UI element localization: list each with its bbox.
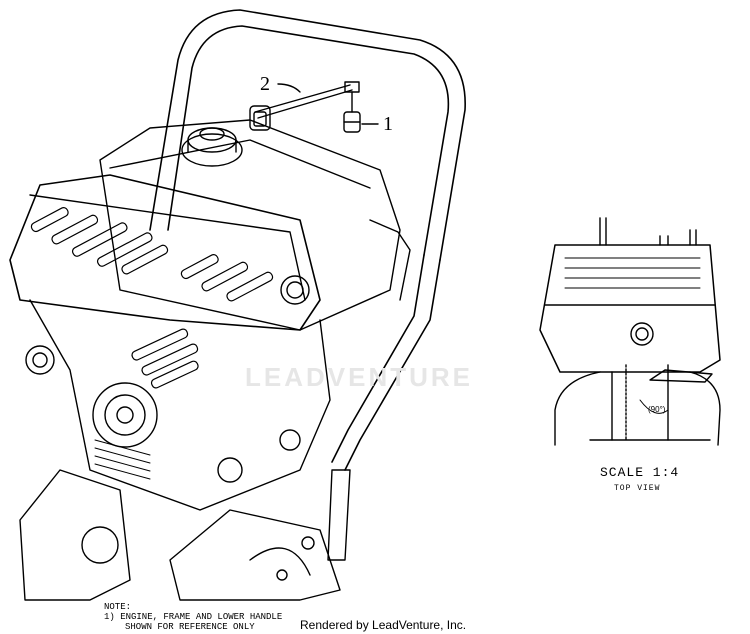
callout-part-1: 1: [383, 113, 393, 135]
engine-shroud: [9, 174, 321, 331]
top-view-label: TOP VIEW: [614, 484, 661, 493]
reference-note: NOTE: 1) ENGINE, FRAME AND LOWER HANDLE …: [104, 602, 282, 632]
callout-leaders: [277, 83, 379, 125]
angle-label: (90°): [648, 405, 666, 414]
cable-assembly: [249, 81, 360, 131]
engine-block: [25, 299, 331, 511]
callout-part-2: 2: [260, 73, 270, 95]
fuel-cap: [181, 127, 243, 167]
note-heading: NOTE:: [104, 602, 132, 612]
scale-label: SCALE 1:4: [600, 465, 680, 480]
bolt-part: [343, 91, 361, 133]
upper-handle: [149, 9, 466, 471]
credit-text: Rendered by LeadVenture, Inc.: [300, 618, 467, 632]
fuel-tank: [99, 119, 411, 331]
note-line-2: SHOWN FOR REFERENCE ONLY: [125, 622, 255, 632]
top-view-inset: [539, 217, 721, 446]
note-line-1: 1) ENGINE, FRAME AND LOWER HANDLE: [104, 612, 283, 622]
watermark: LEADVENTURE: [245, 362, 474, 392]
frame: [19, 469, 351, 601]
